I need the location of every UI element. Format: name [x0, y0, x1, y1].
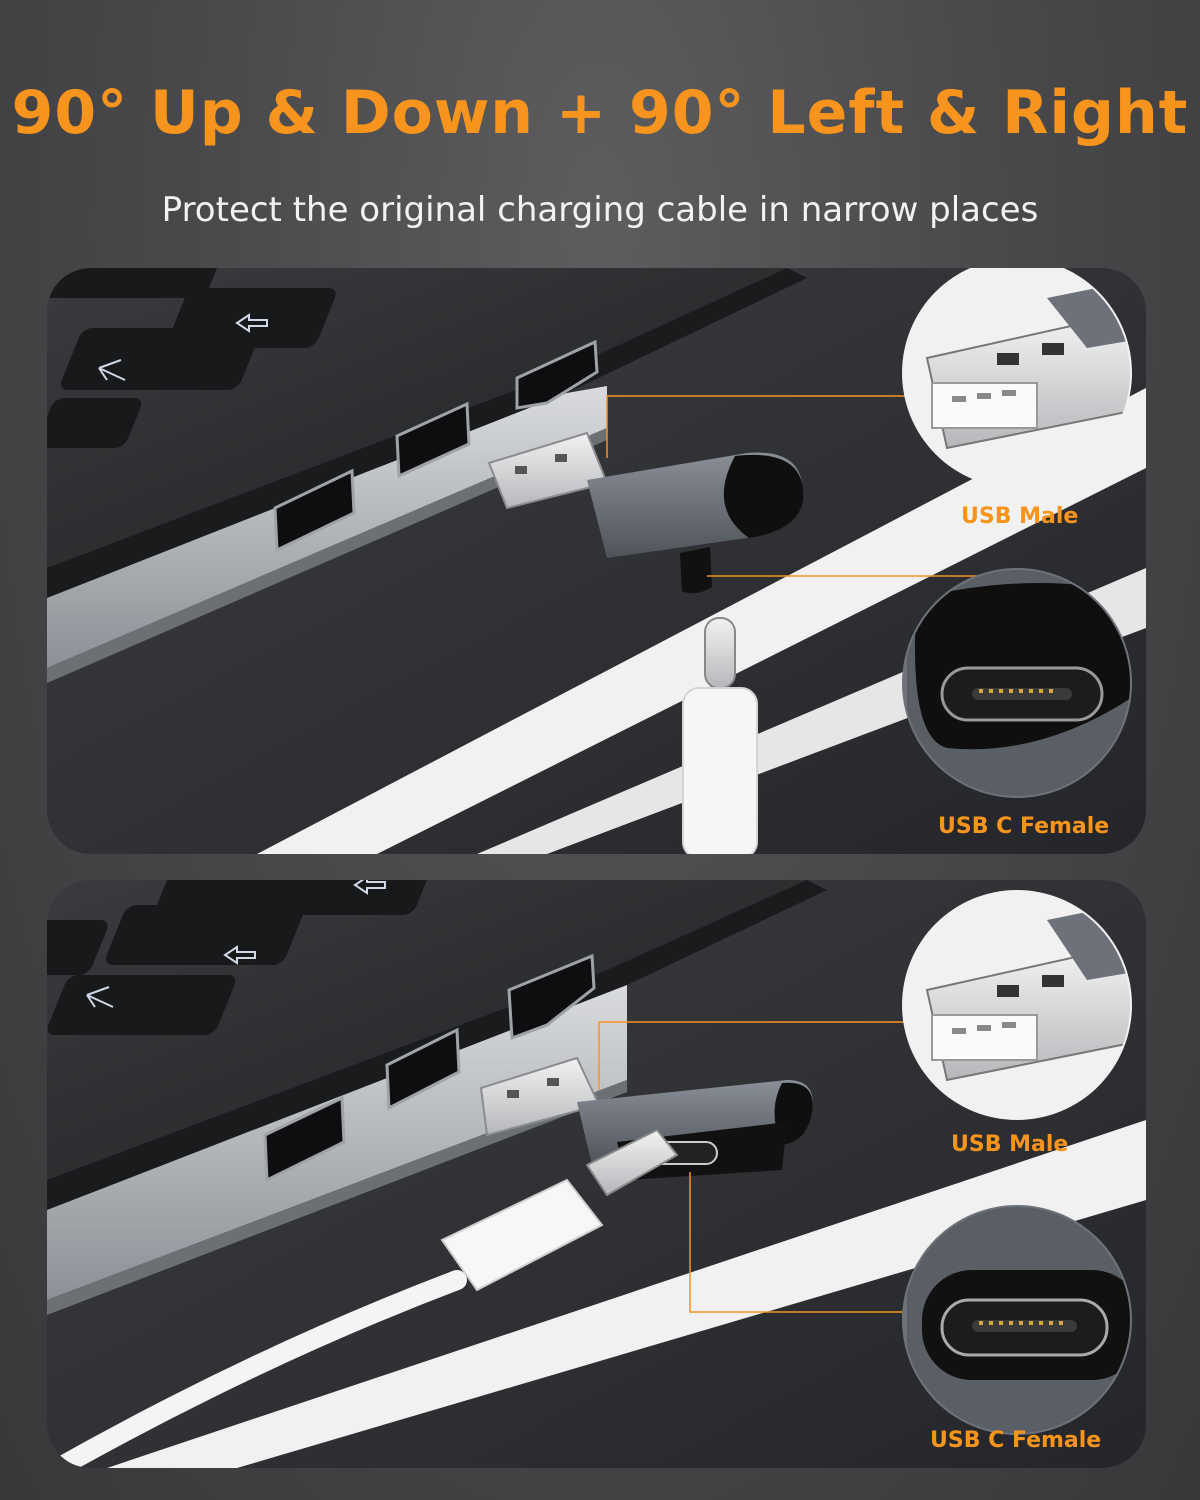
page-subtitle: Protect the original charging cable in n…: [161, 190, 1039, 230]
page-title: 90° Up & Down + 90° Left & Right: [11, 78, 1189, 148]
light-stripe: [257, 388, 1146, 854]
arrow-left-icon: [235, 313, 268, 333]
panel-up-down: USB Male USB C Female: [47, 268, 1146, 854]
panel-left-right-illustration: [47, 880, 1146, 1468]
arrow-left-icon: [223, 880, 386, 965]
usb-a-port-icon: [263, 1027, 461, 1183]
label-usb-male: USB Male: [951, 1132, 1069, 1157]
keyboard: [47, 268, 336, 448]
usb-c-cable: [47, 1128, 679, 1468]
arrow-up-icon: [98, 359, 126, 381]
usb-adapter-up-down: [487, 431, 804, 594]
leader-lines: [598, 1021, 907, 1313]
zoom-usb-c-female: [902, 1205, 1132, 1435]
usb-a-port-icon: [273, 401, 471, 553]
keyboard: [47, 880, 428, 1035]
zoom-usb-c-female: [902, 568, 1132, 798]
label-usb-male: USB Male: [961, 504, 1079, 529]
arrow-up-icon: [86, 986, 114, 1008]
light-stripe: [107, 1120, 1146, 1468]
label-usb-c-female: USB C Female: [938, 814, 1110, 839]
zoom-usb-male: [902, 268, 1132, 488]
usb-c-cable-plug: [682, 617, 758, 854]
zoom-usb-male: [902, 890, 1132, 1120]
panel-up-down-illustration: [47, 268, 1146, 854]
panel-left-right: USB Male USB C Female: [47, 880, 1146, 1468]
label-usb-c-female: USB C Female: [930, 1428, 1102, 1453]
hdmi-port-icon: [507, 953, 596, 1041]
hdmi-port-icon: [515, 339, 599, 410]
